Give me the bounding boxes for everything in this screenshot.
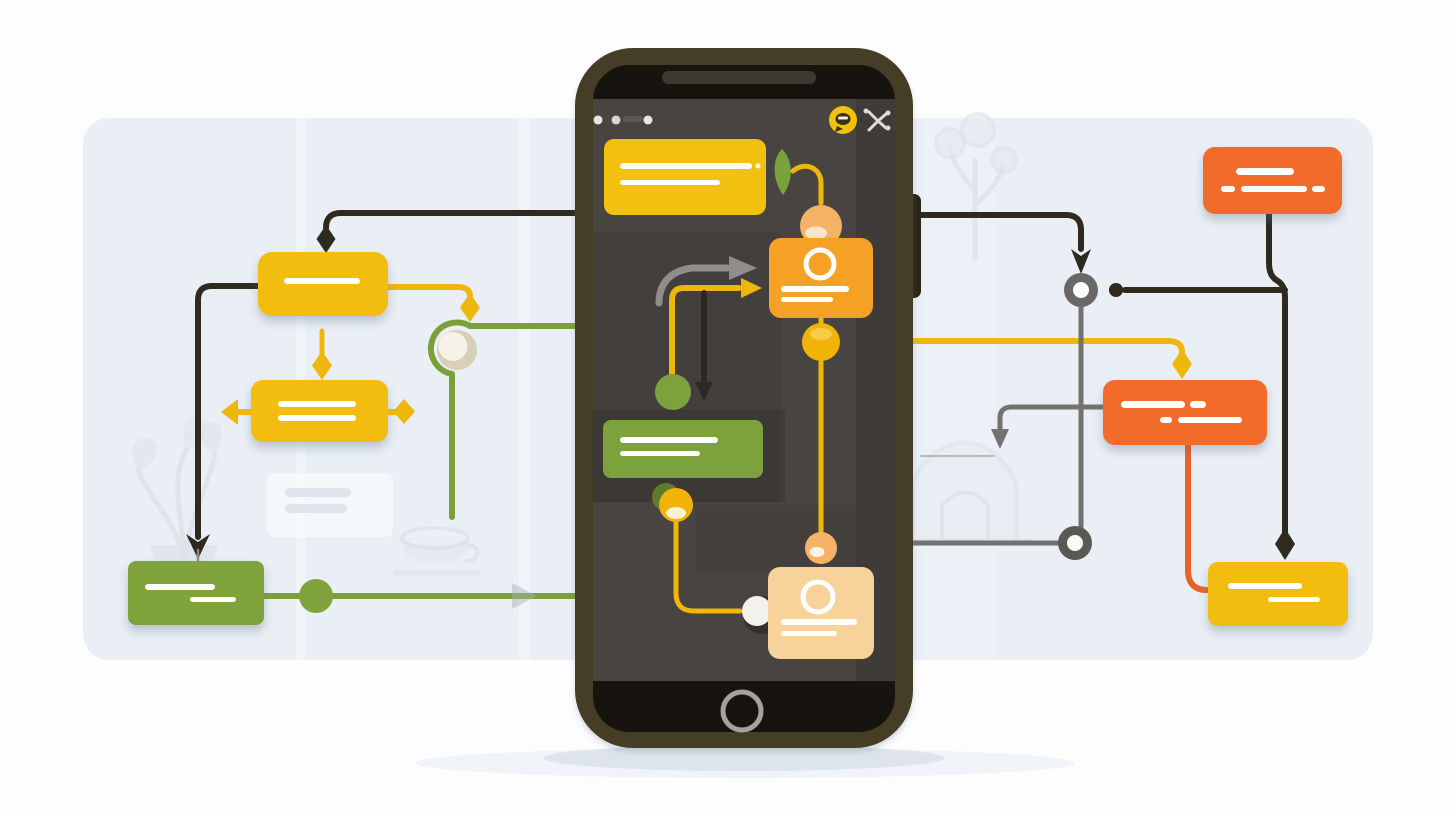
- gray-curved-arrow-screen: [655, 264, 731, 307]
- amber-card-text-line-1: [781, 286, 849, 292]
- gray-arrowhead-right: [729, 256, 757, 280]
- home-button: [720, 689, 764, 733]
- amber-card-text-line-2: [781, 297, 833, 302]
- green-box-text-line-1: [145, 584, 215, 590]
- screen-shade-panel-3: [695, 505, 895, 573]
- diamond-arrowhead-into-yellow-box-1: [316, 225, 336, 253]
- yellow-box-2-text-line-2: [278, 415, 356, 421]
- teardrop-arrowhead-into-ring: [1071, 249, 1091, 274]
- connector-yellow-elbow-top: [790, 163, 824, 206]
- leaf-icon: [774, 149, 791, 195]
- donut-node-inner: [1067, 535, 1083, 551]
- share-network-icon: [867, 110, 888, 132]
- screen-message-card-yellow: [604, 139, 766, 215]
- share-network-icon-dot-1: [863, 108, 869, 114]
- cream-card-avatar-ring: [800, 579, 836, 615]
- connector-black-top-left: [323, 210, 582, 231]
- orange-box-tr-text-line-1: [1236, 168, 1294, 175]
- connector-yellow-elbow-screen: [669, 285, 742, 384]
- message-card-text-line-1: [620, 163, 752, 169]
- amber-card-avatar-ring: [803, 247, 837, 281]
- share-network-icon-dot-3: [885, 125, 891, 131]
- right-diamond-yellow-box-2: [393, 399, 415, 424]
- yellow-box-br-text-line-2: [1268, 597, 1320, 602]
- orange-box-tr-text-line-2a: [1221, 186, 1235, 192]
- connector-orange-down: [1185, 442, 1210, 593]
- statusbar-dot-2: [611, 115, 621, 125]
- connector-yellow-bottom-elbow: [673, 519, 743, 614]
- background-sketch-cup-handle: [464, 543, 480, 563]
- yellow-arrowhead-right: [741, 278, 762, 298]
- flow-node-orange-box-top-right: [1203, 147, 1342, 214]
- yellow-box-br-text-line-1: [1228, 583, 1302, 589]
- background-sketch-tree-foliage-1: [934, 127, 966, 159]
- orange-box-tr-text-line-2c: [1312, 186, 1325, 192]
- flow-node-yellow-box-2: [251, 380, 388, 442]
- panel-highlight-streak-3: [925, 118, 995, 660]
- pearl-node-inner: [438, 332, 468, 361]
- orange-box-mr-text-line-1a: [1121, 401, 1185, 408]
- flow-node-yellow-box-bottom-right: [1208, 562, 1348, 626]
- message-card-text-dot: [755, 163, 761, 169]
- connector-black-left-down: [195, 283, 261, 540]
- node-light-orange-top-highlight: [805, 226, 827, 240]
- node-green-screen: [655, 374, 691, 410]
- screen-card-green: [603, 420, 763, 478]
- faint-gray-arrowhead: [512, 583, 537, 609]
- background-sketch-tree-foliage-2: [960, 112, 996, 148]
- orange-box-tr-text-line-2b: [1241, 186, 1307, 192]
- green-box-text-line-2: [190, 597, 236, 602]
- chat-bubble-icon-line: [838, 116, 848, 120]
- black-dot-node: [1109, 283, 1123, 297]
- orange-box-mr-text-line-2b: [1178, 417, 1242, 423]
- panel-highlight-streak-2: [519, 118, 530, 660]
- diamond-arrowhead-into-orange-box: [1172, 349, 1192, 379]
- yellow-box-2-right-stem: [388, 409, 398, 415]
- diamond-arrowhead-into-yellow-box-2: [312, 351, 332, 380]
- yellow-box-1-text-line: [284, 278, 360, 284]
- phone-ground-shadow: [544, 745, 944, 771]
- connector-black-vertical-right: [1266, 211, 1288, 535]
- dark-arrowhead-down: [695, 382, 713, 401]
- ghost-card-text-line-1: [285, 488, 351, 497]
- phone-speaker-slot: [662, 71, 816, 84]
- cream-card-text-line-1: [781, 619, 857, 625]
- background-sketch-tree-foliage-3: [990, 146, 1018, 174]
- ghost-card-text-line-2: [285, 504, 347, 513]
- orange-box-mr-text-line-2a: [1160, 417, 1172, 423]
- connector-black-phone-to-ring: [907, 212, 1084, 252]
- flow-node-orange-box-mid-right: [1103, 380, 1267, 445]
- background-sketch-plant-leaf-1: [132, 438, 157, 470]
- share-network-icon-dot-2: [885, 110, 891, 116]
- background-sketch-house-arch: [940, 490, 990, 542]
- statusbar-dash: [623, 116, 643, 122]
- yellow-box-2-left-arrow-stem: [238, 409, 252, 415]
- yellow-box-2-text-line-1: [278, 401, 356, 407]
- diamond-arrowhead-into-yellow-box-br: [1275, 528, 1295, 560]
- background-sketch-cup-rim: [400, 526, 470, 550]
- ring-node-inner: [1073, 282, 1089, 298]
- message-card-text-line-2: [620, 180, 720, 185]
- left-arrowhead-yellow-box-2: [221, 399, 238, 425]
- node-light-orange-low-highlight: [809, 547, 825, 557]
- orange-box-mr-text-line-1b: [1190, 401, 1206, 408]
- node-yellow-mid-highlight: [810, 328, 832, 340]
- green-card-text-line-1: [620, 437, 718, 443]
- statusbar-dot-1: [593, 115, 603, 125]
- chevron-arrowhead-into-green-box: [186, 534, 210, 559]
- connector-gray-branch: [997, 404, 1106, 434]
- flow-node-green-box-left: [128, 561, 264, 625]
- green-dot-node: [299, 579, 333, 613]
- diamond-arrowhead-above-loop: [460, 293, 480, 322]
- chat-bubble-icon-tail: [835, 126, 843, 132]
- gray-arrowhead-down: [991, 429, 1009, 449]
- node-yellow-low-highlight: [666, 507, 686, 519]
- statusbar-dot-3: [643, 115, 653, 125]
- pearl-node-screen: [742, 596, 772, 626]
- cream-card-text-line-2: [781, 631, 837, 636]
- green-card-text-line-2: [620, 451, 700, 456]
- connector-green-loop: [427, 319, 580, 520]
- background-sketch-plant-leaf-2: [199, 421, 223, 455]
